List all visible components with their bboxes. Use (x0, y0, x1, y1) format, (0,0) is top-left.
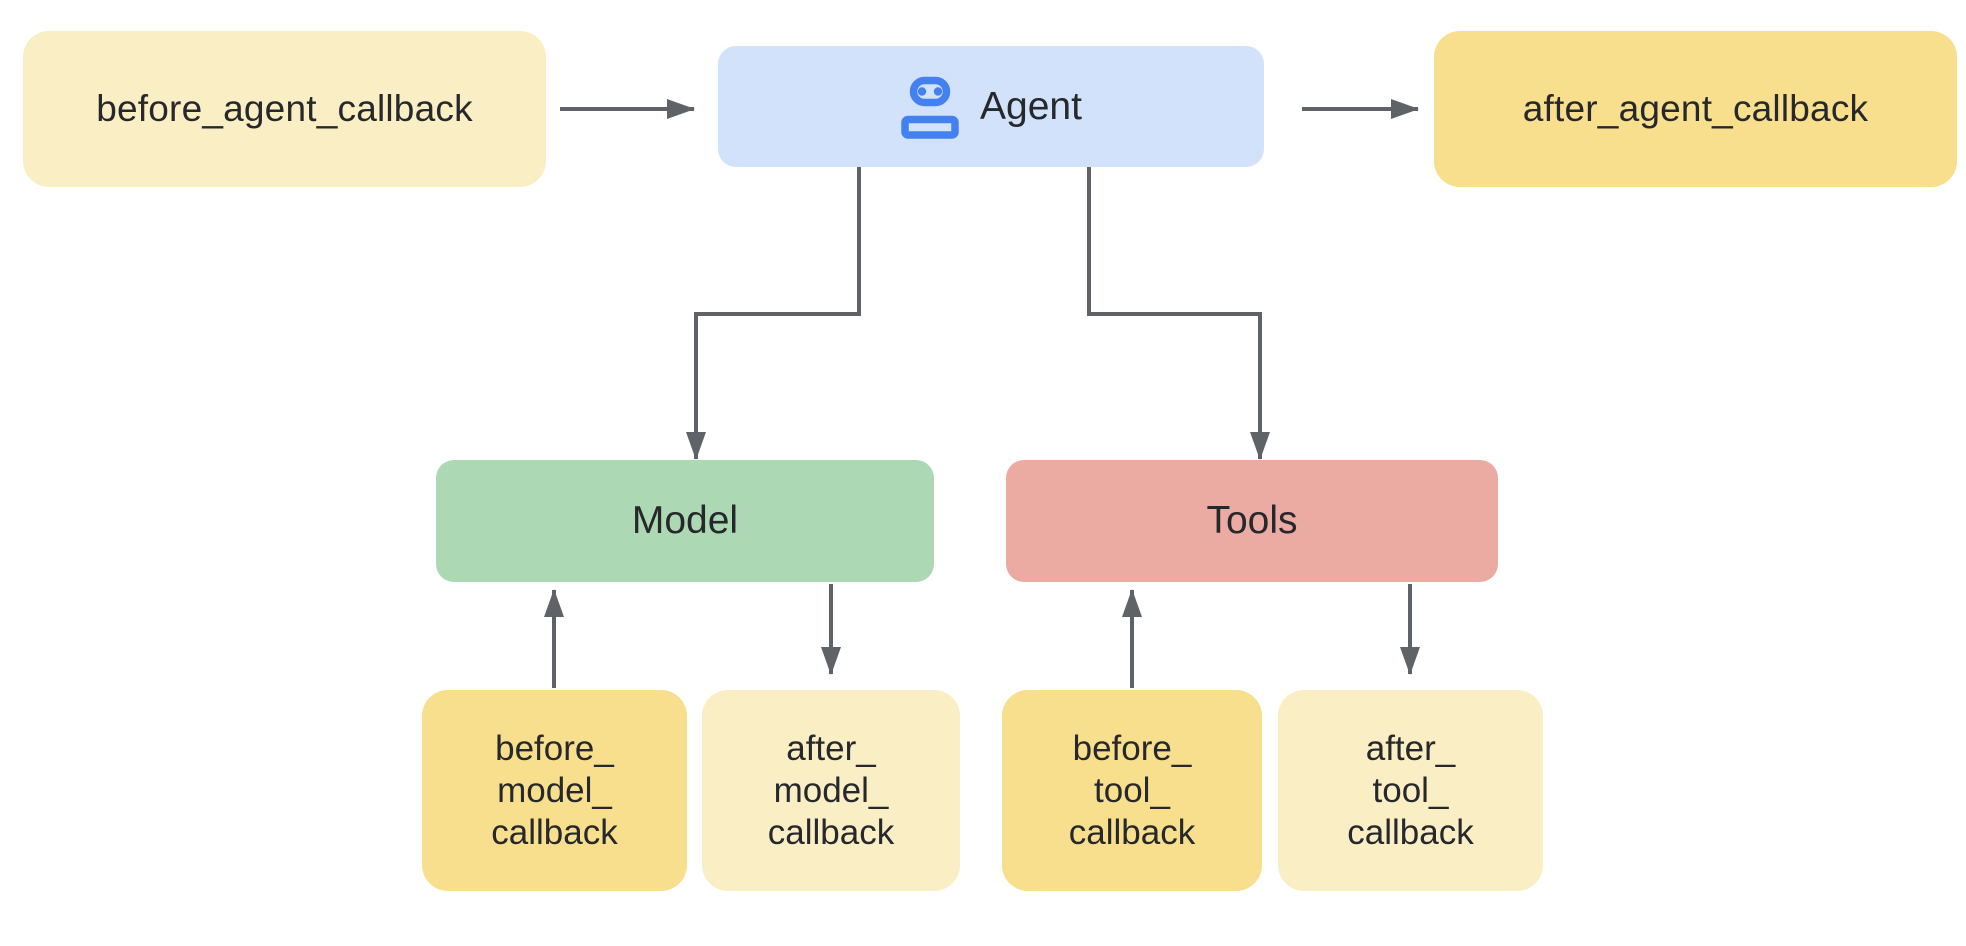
node-label: Agent (980, 84, 1082, 128)
node-label: before_ model_ callback (491, 728, 618, 852)
node-after-tool-callback: after_ tool_ callback (1278, 690, 1543, 891)
robot-icon (901, 76, 959, 139)
node-after-agent-callback: after_agent_callback (1434, 31, 1957, 187)
node-label: before_ tool_ callback (1068, 728, 1196, 852)
arrow-agent-to-model (686, 167, 861, 460)
node-before-model-callback: before_ model_ callback (422, 690, 687, 891)
node-tools: Tools (1006, 460, 1498, 582)
node-model: Model (436, 460, 934, 582)
arrow-agent-to-tools (1087, 167, 1270, 460)
node-before-tool-callback: before_ tool_ callback (1002, 690, 1262, 891)
node-after-model-callback: after_ model_ callback (702, 690, 960, 891)
node-before-agent-callback: before_agent_callback (23, 31, 546, 187)
node-label: before_agent_callback (96, 88, 473, 129)
node-label: after_ model_ callback (767, 728, 895, 852)
node-label: after_agent_callback (1522, 88, 1869, 129)
node-label: after_ tool_ callback (1347, 728, 1474, 852)
node-label: Tools (1206, 499, 1298, 542)
node-label: Model (631, 499, 739, 542)
node-agent: Agent (718, 46, 1264, 167)
